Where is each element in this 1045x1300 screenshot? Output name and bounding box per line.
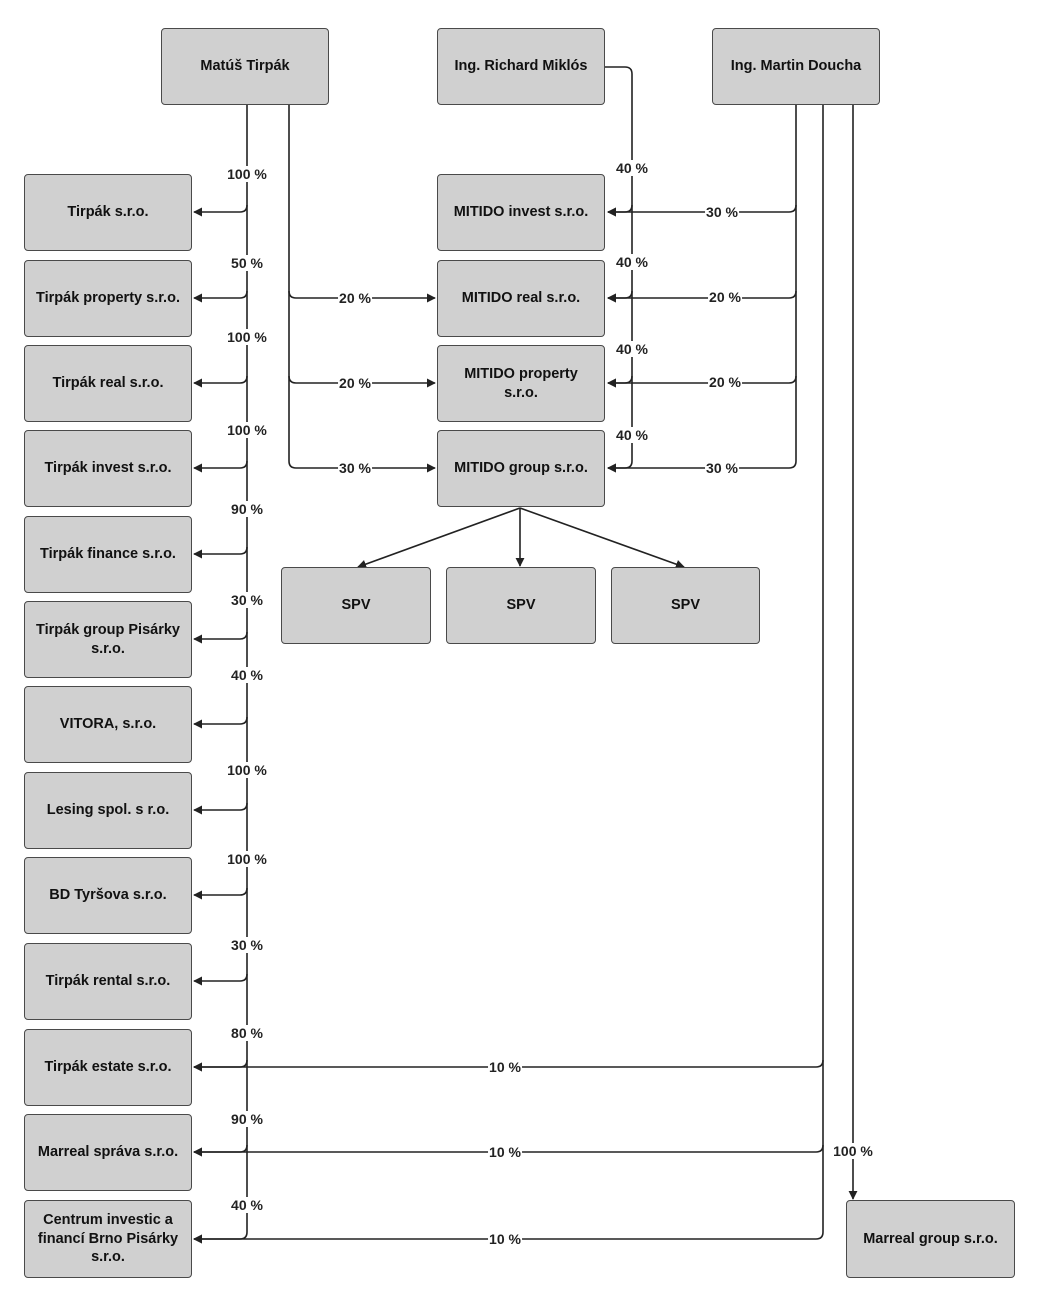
edge-tirpak-mitido-property: [288, 375, 436, 388]
share-label: 40 %: [615, 254, 649, 270]
share-label: 20 %: [338, 375, 372, 391]
edge-tirpak-property: [193, 290, 248, 303]
share-label: 40 %: [615, 160, 649, 176]
share-label: 40 %: [230, 667, 264, 683]
share-label: 30 %: [705, 460, 739, 476]
spv-box: SPV: [611, 567, 760, 644]
edge-tirpak-rental: [193, 973, 248, 986]
owner-box-tirpak: Matúš Tirpák: [161, 28, 329, 105]
share-label: 100 %: [226, 762, 268, 778]
edge-tirpak-mitido-real: [288, 290, 436, 303]
doucha-left-trunk: [193, 105, 824, 1244]
share-label: 40 %: [230, 1197, 264, 1213]
share-label: 20 %: [708, 289, 742, 305]
edge-doucha-real: [607, 290, 797, 303]
share-label: 20 %: [708, 374, 742, 390]
marreal-group-box: Marreal group s.r.o.: [846, 1200, 1015, 1278]
edge-miklos-invest: [607, 204, 633, 217]
edge-doucha-marreal-sprava: [193, 1144, 824, 1157]
share-label: 80 %: [230, 1025, 264, 1041]
share-label: 10 %: [488, 1144, 522, 1160]
edge-tirpak-sro: [193, 204, 248, 217]
edge-doucha-property: [607, 375, 797, 388]
owner-box-miklos: Ing. Richard Miklós: [437, 28, 605, 105]
mitido-box: MITIDO real s.r.o.: [437, 260, 605, 337]
share-label: 100 %: [226, 422, 268, 438]
edge-lesing: [193, 802, 248, 815]
share-label: 40 %: [615, 427, 649, 443]
edge-tirpak-finance: [193, 546, 248, 559]
share-label: 20 %: [338, 290, 372, 306]
tirpak-mitido-trunk: [288, 105, 436, 473]
share-label: 50 %: [230, 255, 264, 271]
edge-marreal-sprava: [193, 1144, 248, 1157]
company-box: Marreal správa s.r.o.: [24, 1114, 192, 1191]
share-label: 30 %: [705, 204, 739, 220]
share-label: 100 %: [832, 1143, 874, 1159]
share-label: 10 %: [488, 1231, 522, 1247]
edge-doucha-tirpak-estate: [193, 1059, 824, 1072]
share-label: 90 %: [230, 1111, 264, 1127]
share-label: 10 %: [488, 1059, 522, 1075]
company-box: Tirpák s.r.o.: [24, 174, 192, 251]
edge-miklos-property: [607, 375, 633, 388]
share-label: 90 %: [230, 501, 264, 517]
edge-group-spv-3: [519, 507, 685, 569]
share-label: 100 %: [226, 851, 268, 867]
edge-group-spv-1: [357, 507, 521, 569]
share-label: 40 %: [615, 341, 649, 357]
edge-tirpak-estate: [193, 1059, 248, 1072]
share-label: 30 %: [230, 592, 264, 608]
doucha-mitido-trunk: [607, 105, 797, 473]
edge-bd-tyrsova: [193, 887, 248, 900]
company-box: Tirpák group Pisárky s.r.o.: [24, 601, 192, 678]
company-box: Tirpák invest s.r.o.: [24, 430, 192, 507]
edge-tirpak-invest: [193, 460, 248, 473]
spv-box: SPV: [446, 567, 596, 644]
company-box: Tirpák estate s.r.o.: [24, 1029, 192, 1106]
company-box: BD Tyršova s.r.o.: [24, 857, 192, 934]
share-label: 100 %: [226, 329, 268, 345]
company-box: Tirpák property s.r.o.: [24, 260, 192, 337]
owner-box-doucha: Ing. Martin Doucha: [712, 28, 880, 105]
mitido-box: MITIDO property s.r.o.: [437, 345, 605, 422]
company-box: Centrum investic a financí Brno Pisárky …: [24, 1200, 192, 1278]
company-box: Tirpák finance s.r.o.: [24, 516, 192, 593]
edge-tirpak-real: [193, 375, 248, 388]
mitido-box: MITIDO group s.r.o.: [437, 430, 605, 507]
edge-doucha-invest: [607, 204, 797, 217]
spv-box: SPV: [281, 567, 431, 644]
share-label: 30 %: [338, 460, 372, 476]
edge-tirpak-group-pisarky: [193, 631, 248, 644]
edge-vitora: [193, 716, 248, 729]
mitido-box: MITIDO invest s.r.o.: [437, 174, 605, 251]
edge-miklos-real: [607, 290, 633, 303]
company-box: VITORA, s.r.o.: [24, 686, 192, 763]
company-box: Tirpák rental s.r.o.: [24, 943, 192, 1020]
company-box: Tirpák real s.r.o.: [24, 345, 192, 422]
share-label: 30 %: [230, 937, 264, 953]
edge-centrum-investic: [193, 1231, 248, 1244]
company-box: Lesing spol. s r.o.: [24, 772, 192, 849]
share-label: 100 %: [226, 166, 268, 182]
